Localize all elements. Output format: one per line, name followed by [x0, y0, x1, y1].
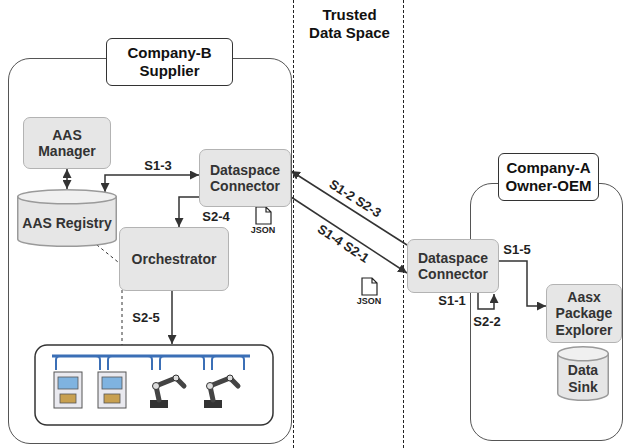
connector-arrow — [499, 261, 546, 306]
arrow-line — [171, 290, 173, 344]
process-box: Orchestrator — [119, 227, 229, 291]
machine-box — [35, 345, 273, 425]
step-label: S1-3 — [142, 159, 173, 173]
region-title: Company-B Supplier — [106, 38, 233, 86]
node-label: AAS Registry — [22, 215, 111, 231]
node-label: Aasx Package Explorer — [555, 289, 613, 337]
connector-box: Dataspace Connector — [199, 149, 291, 207]
database-cylinder: Data Sink — [557, 346, 609, 401]
step-label: S1-5 — [501, 243, 532, 257]
connector-box: Dataspace Connector — [407, 239, 499, 293]
step-label: S1-1 — [436, 294, 467, 308]
step-label: S2-2 — [471, 315, 502, 329]
file-label: JSON — [356, 297, 383, 307]
connector-arrow — [105, 175, 199, 192]
step-label: S2-5 — [130, 311, 161, 325]
file-label: JSON — [250, 226, 277, 236]
node-label: Dataspace Connector — [416, 250, 490, 282]
company-region: Company-A Owner-OEMDataspace ConnectorAa… — [470, 183, 623, 441]
step-label: S2-4 — [200, 210, 231, 224]
node-label: Dataspace Connector — [208, 162, 282, 194]
loop-arrow — [478, 292, 494, 309]
connector-arrow — [66, 169, 68, 189]
machine-illustration — [52, 356, 250, 408]
node-label: AAS Manager — [32, 127, 102, 159]
step-label: S1-4 S2-1 — [313, 221, 373, 267]
document-icon — [256, 207, 271, 224]
step-label: S1-2 S2-3 — [325, 176, 385, 222]
trust-band: Trusted Data Space — [293, 0, 404, 448]
connector-arrow — [179, 197, 199, 227]
process-box: AAS Manager — [23, 117, 111, 169]
document-icon — [362, 278, 377, 295]
database-cylinder: AAS Registry — [17, 189, 117, 247]
region-title: Company-A Owner-OEM — [498, 153, 599, 201]
dotted-line — [122, 290, 123, 345]
node-label: Orchestrator — [132, 251, 217, 267]
region-title: Trusted Data Space — [308, 4, 391, 44]
company-region: Company-B SupplierAAS ManagerAAS Registr… — [8, 58, 292, 444]
node-label: Data Sink — [561, 362, 605, 394]
process-box: Aasx Package Explorer — [546, 284, 622, 343]
connector-arrow — [291, 197, 407, 273]
